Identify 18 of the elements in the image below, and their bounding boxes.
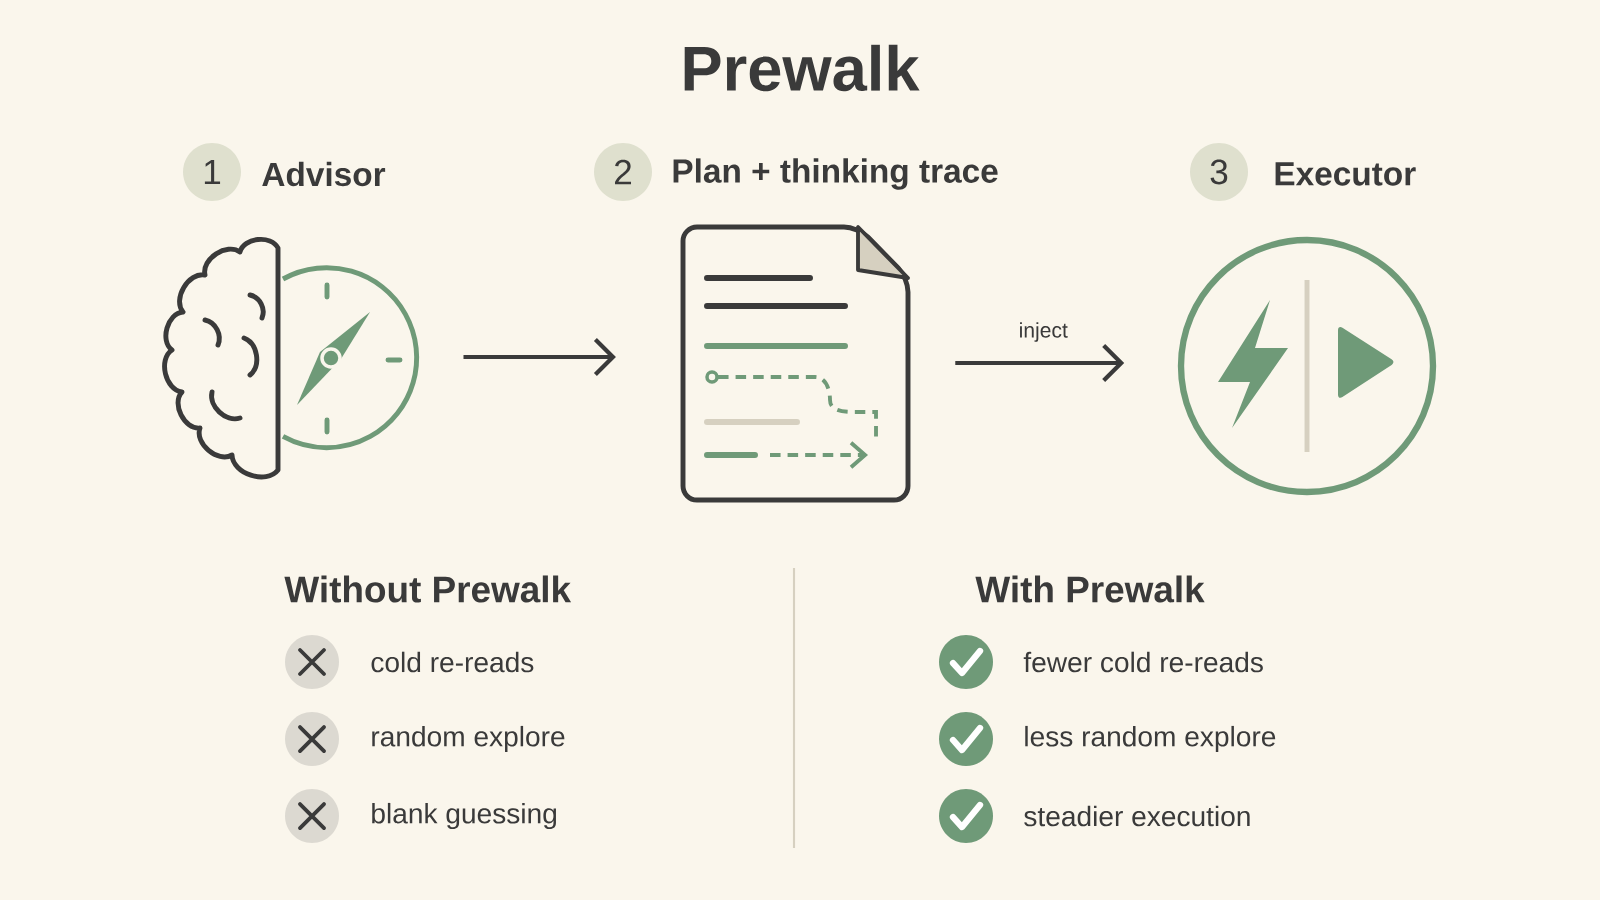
arrow xyxy=(463,337,616,377)
step-number: 2 xyxy=(594,143,652,201)
step-number: 1 xyxy=(183,143,241,201)
list-item: steadier execution xyxy=(1024,805,1250,827)
list-item: random explore xyxy=(372,725,565,753)
list-item: cold re-reads xyxy=(371,651,534,673)
title: Prewalk xyxy=(684,44,920,92)
column-heading: With Prewalk xyxy=(975,575,1205,603)
list-item: less random explore xyxy=(1025,725,1276,753)
step-heading: Executor xyxy=(1275,162,1416,186)
list-item: blank guessing xyxy=(372,802,557,830)
arrow xyxy=(955,343,1125,383)
step-heading: Plan + thinking trace xyxy=(673,158,998,190)
column-heading: Without Prewalk xyxy=(284,575,572,603)
edge-label: inject xyxy=(1020,322,1068,342)
list-item: fewer cold re-reads xyxy=(1023,651,1263,673)
step-number: 3 xyxy=(1190,143,1248,201)
step-heading: Advisor xyxy=(262,161,386,187)
